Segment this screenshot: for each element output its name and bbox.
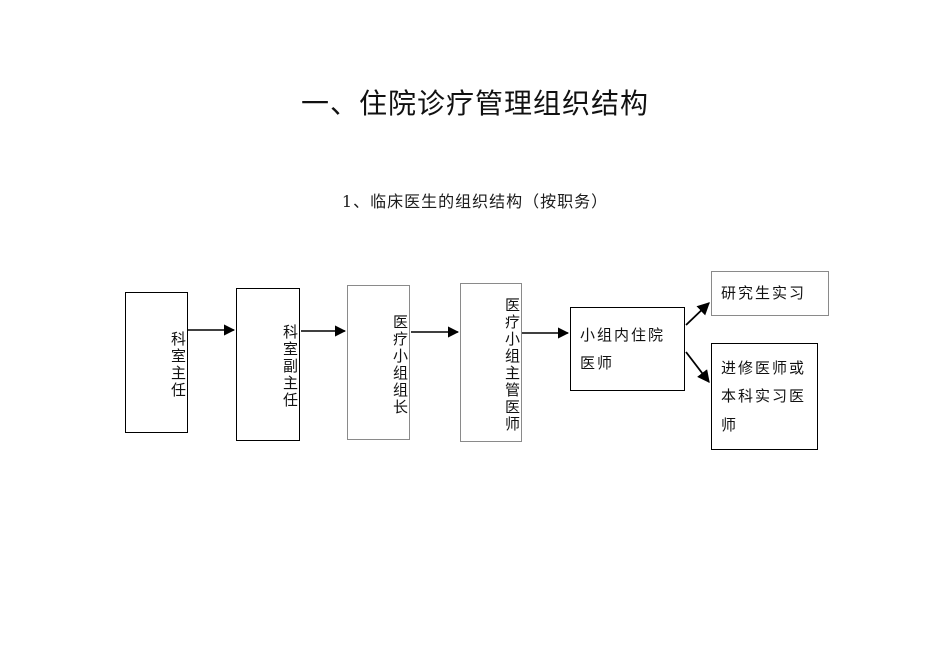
node-graduate-student-intern[interactable]: 研究生实习 bbox=[711, 271, 829, 316]
node-medical-team-leader[interactable]: 医疗小组组长 bbox=[347, 285, 410, 440]
node-department-director[interactable]: 科室主任 bbox=[125, 292, 188, 433]
node-medical-team-attending-physician[interactable]: 医疗小组主管医师 bbox=[460, 283, 522, 442]
edge-n5-n7 bbox=[685, 351, 710, 383]
page-title: 一、住院诊疗管理组织结构 bbox=[300, 87, 649, 120]
page-subtitle: 1、临床医生的组织结构（按职务） bbox=[341, 192, 609, 211]
node-label: 科室副主任 bbox=[281, 324, 299, 409]
node-label: 小组内住院医师 bbox=[580, 325, 666, 373]
node-deputy-department-director[interactable]: 科室副主任 bbox=[236, 288, 300, 441]
edge-n5-n6 bbox=[685, 302, 710, 326]
node-label: 科室主任 bbox=[169, 330, 187, 399]
node-label: 研究生实习 bbox=[721, 284, 807, 303]
node-advanced-or-undergraduate-intern-physician[interactable]: 进修医师或本科实习医师 bbox=[711, 343, 818, 450]
node-team-resident-physician[interactable]: 小组内住院医师 bbox=[570, 307, 685, 391]
node-label: 医疗小组组长 bbox=[391, 313, 409, 416]
node-label: 医疗小组主管医师 bbox=[503, 296, 521, 433]
node-label: 进修医师或本科实习医师 bbox=[721, 358, 807, 434]
